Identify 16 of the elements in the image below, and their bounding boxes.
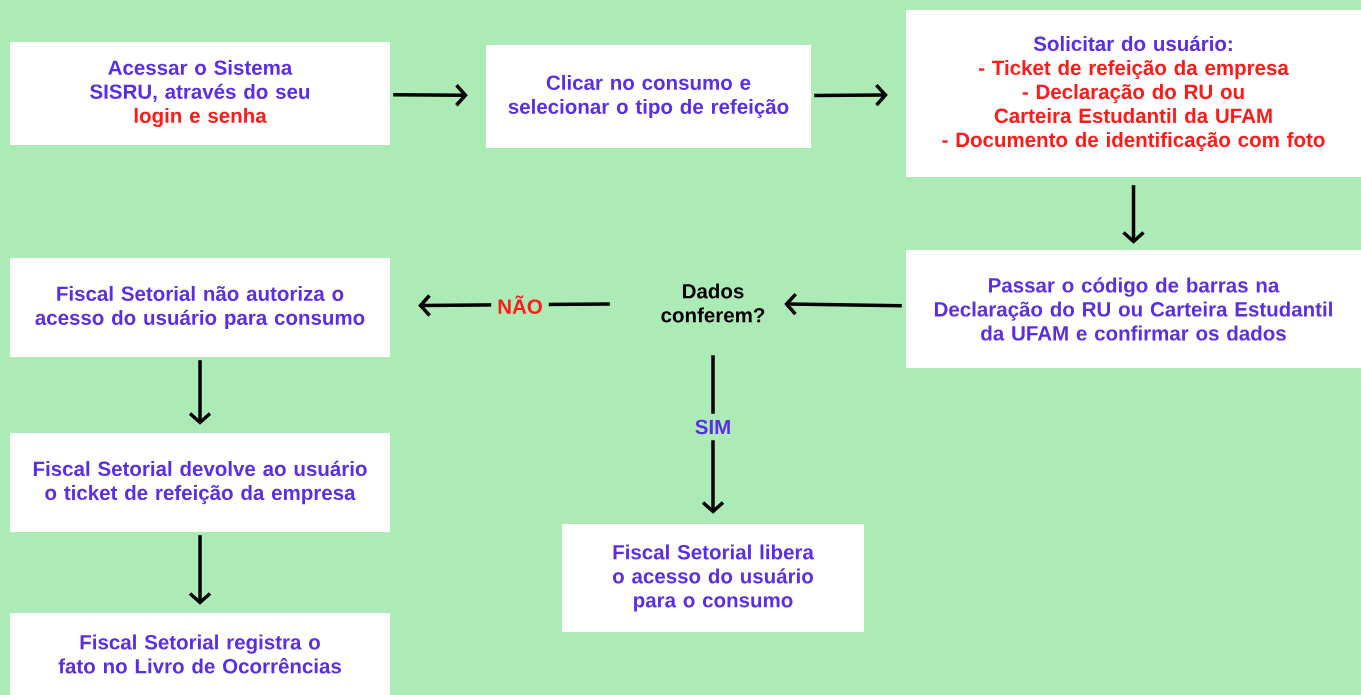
process-box: Clicar no consumo e selecionar o tipo de refeição <box>486 45 811 148</box>
process-box: Solicitar do usuário: - Ticket de refeição da empresa - Declaração do RU ou Carteira Estudantil da UFAM - Documento de identificação com foto <box>906 10 1361 177</box>
process-box: Acessar o Sistema SISRU, através do seu login e senha <box>10 42 390 145</box>
arrow <box>814 83 888 107</box>
arrow <box>188 360 212 425</box>
decision-text: Dados conferem? <box>661 283 765 323</box>
process-box: Fiscal Setorial registra o fato no Livro de Ocorrências <box>10 613 390 695</box>
arrow <box>393 84 468 107</box>
arrow <box>1122 185 1145 244</box>
process-box: Fiscal Setorial libera o acesso do usuário para o consumo <box>562 524 864 632</box>
process-box: Fiscal Setorial não autoriza o acesso do usuário para consumo <box>10 258 390 357</box>
arrow <box>188 535 212 605</box>
process-box: Passar o código de barras na Declaração do RU ou Carteira Estudantil da UFAM e confirmar os dados <box>906 250 1361 368</box>
arrow <box>784 292 902 316</box>
edge-label: NÃO <box>491 289 549 320</box>
process-box: Fiscal Setorial devolve ao usuário o ticket de refeição da empresa <box>10 433 390 532</box>
